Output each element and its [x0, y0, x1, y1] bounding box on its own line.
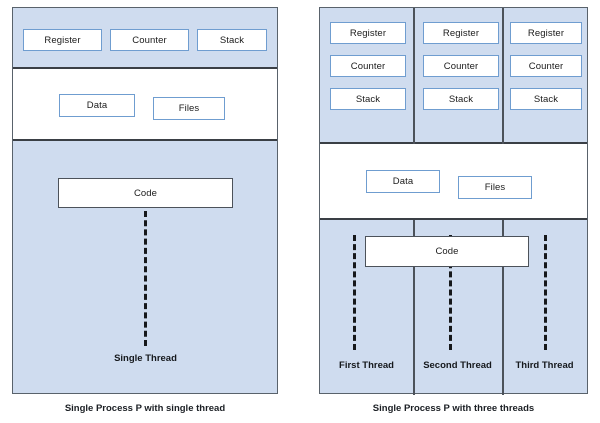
right-shared-resources-band: Data Files: [320, 144, 587, 220]
right-t2-stack-box: Stack: [423, 88, 499, 110]
right-third-thread-label: Third Thread: [515, 360, 574, 371]
left-single-thread-label: Single Thread: [114, 353, 177, 364]
right-t3-counter-label: Counter: [528, 60, 564, 72]
right-t2-counter-label: Counter: [443, 60, 479, 72]
left-thread-resources-band: Register Counter Stack: [13, 8, 277, 69]
right-data-label: Data: [392, 176, 414, 187]
left-files-label: Files: [178, 103, 200, 114]
left-process-panel: Register Counter Stack Data Files Code S…: [12, 7, 278, 394]
right-t2-register-box: Register: [423, 22, 499, 44]
right-t1-counter-box: Counter: [330, 55, 406, 77]
right-bottom-column-divider-2: [502, 220, 504, 395]
left-data-label: Data: [86, 100, 108, 111]
right-first-thread-label: First Thread: [339, 360, 394, 371]
right-files-label: Files: [484, 182, 506, 193]
right-bottom-column-divider-1: [413, 220, 415, 395]
right-t2-register-label: Register: [442, 27, 480, 39]
left-files-box: Files: [153, 97, 225, 120]
right-t3-stack-box: Stack: [510, 88, 582, 110]
left-stack-label: Stack: [219, 34, 245, 46]
left-code-band: Code Single Thread: [13, 141, 277, 393]
right-t1-stack-box: Stack: [330, 88, 406, 110]
left-register-label: Register: [44, 34, 81, 46]
right-thread-resources-band: Register Counter Stack Register Counter …: [320, 8, 587, 144]
right-data-box: Data: [366, 170, 440, 193]
left-panel-caption: Single Process P with single thread: [64, 403, 226, 414]
left-code-label: Code: [133, 187, 158, 199]
right-code-label: Code: [435, 246, 459, 257]
right-process-panel: Register Counter Stack Register Counter …: [319, 7, 588, 395]
right-third-thread-line: [544, 235, 547, 350]
right-t2-counter-box: Counter: [423, 55, 499, 77]
left-shared-resources-band: Data Files: [13, 69, 277, 141]
right-t2-stack-label: Stack: [448, 93, 474, 105]
right-t3-register-box: Register: [510, 22, 582, 44]
right-t1-register-box: Register: [330, 22, 406, 44]
right-t1-register-label: Register: [349, 27, 387, 39]
left-data-box: Data: [59, 94, 135, 117]
left-register-box: Register: [23, 29, 102, 51]
right-panel-caption: Single Process P with three threads: [372, 403, 535, 414]
right-code-band: Code First Thread Second Thread Third Th…: [320, 220, 587, 395]
right-first-thread-line: [353, 235, 356, 350]
left-counter-label: Counter: [132, 34, 167, 46]
right-second-thread-label: Second Thread: [423, 360, 492, 371]
left-counter-box: Counter: [110, 29, 189, 51]
right-top-column-divider-2: [502, 8, 504, 144]
right-t1-stack-label: Stack: [355, 93, 381, 105]
right-second-thread-line: [449, 235, 452, 350]
right-t3-register-label: Register: [527, 27, 565, 39]
left-stack-box: Stack: [197, 29, 267, 51]
right-top-column-divider-1: [413, 8, 415, 144]
left-code-box: Code: [58, 178, 233, 208]
right-t1-counter-label: Counter: [350, 60, 386, 72]
right-code-box: Code: [365, 236, 529, 267]
right-t3-stack-label: Stack: [533, 93, 559, 105]
right-t3-counter-box: Counter: [510, 55, 582, 77]
left-single-thread-line: [144, 211, 147, 346]
right-files-box: Files: [458, 176, 532, 199]
